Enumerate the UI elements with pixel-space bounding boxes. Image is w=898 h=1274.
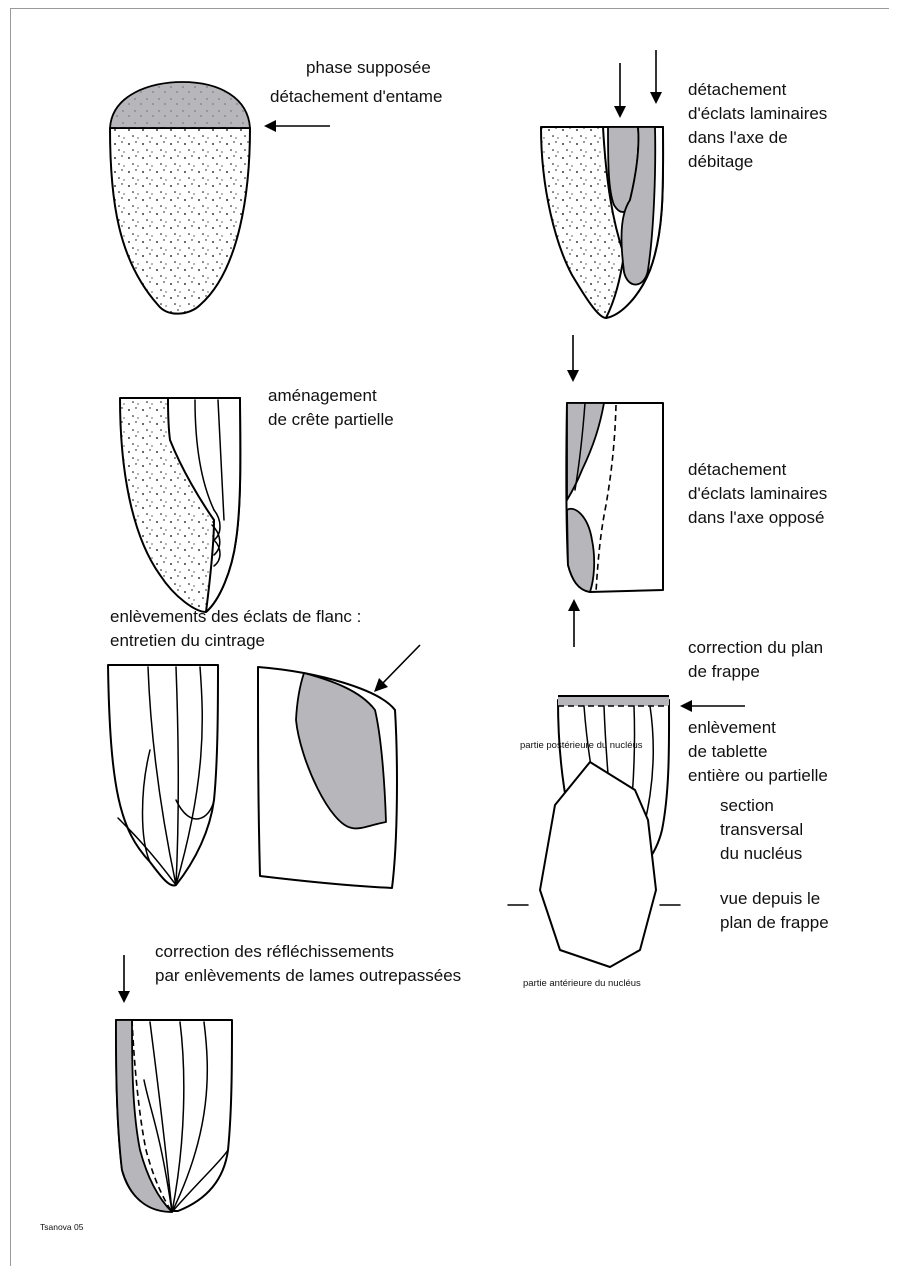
reflechissements-core-drawing: [116, 955, 232, 1212]
arrowhead-icon: [567, 370, 579, 382]
flank-core-side-drawing: [258, 645, 420, 888]
label-reflechissements: correction des réfléchissements par enlè…: [155, 940, 461, 988]
flank-core-front-drawing: [108, 665, 218, 886]
entame-core-drawing: [110, 82, 330, 314]
arrowhead-icon: [118, 991, 130, 1003]
label-partie-anterieure: partie antérieure du nucléus: [523, 978, 641, 990]
arrowhead-icon: [680, 700, 692, 712]
arrowhead-icon: [614, 106, 626, 118]
credit-text: Tsanova 05: [40, 1222, 83, 1233]
crete-core-drawing: [120, 398, 240, 612]
label-phase-supposee: phase supposée: [306, 56, 431, 80]
label-tablette: enlèvement de tablette entière ou partie…: [688, 716, 828, 788]
label-vue-plan: vue depuis le plan de frappe: [720, 887, 829, 935]
label-detachement-entame: détachement d'entame: [270, 85, 442, 109]
label-eclats-axe-debitage: détachement d'éclats laminaires dans l'a…: [688, 78, 827, 174]
label-section: section transversal du nucléus: [720, 794, 803, 866]
label-partie-posterieure: partie postérieure du nucléus: [520, 740, 643, 752]
label-amenagement-crete: aménagement de crête partielle: [268, 384, 394, 432]
label-eclats-flanc: enlèvements des éclats de flanc : entret…: [110, 605, 361, 653]
label-eclats-axe-oppose: détachement d'éclats laminaires dans l'a…: [688, 458, 827, 530]
label-correction-plan: correction du plan de frappe: [688, 636, 823, 684]
debitage-core-drawing: [541, 50, 663, 318]
arrowhead-icon: [650, 92, 662, 104]
arrow-diagonal-icon: [380, 645, 420, 686]
arrowhead-icon: [264, 120, 276, 132]
opposite-axis-core-drawing: [566, 335, 663, 647]
arrowhead-icon: [568, 599, 580, 611]
